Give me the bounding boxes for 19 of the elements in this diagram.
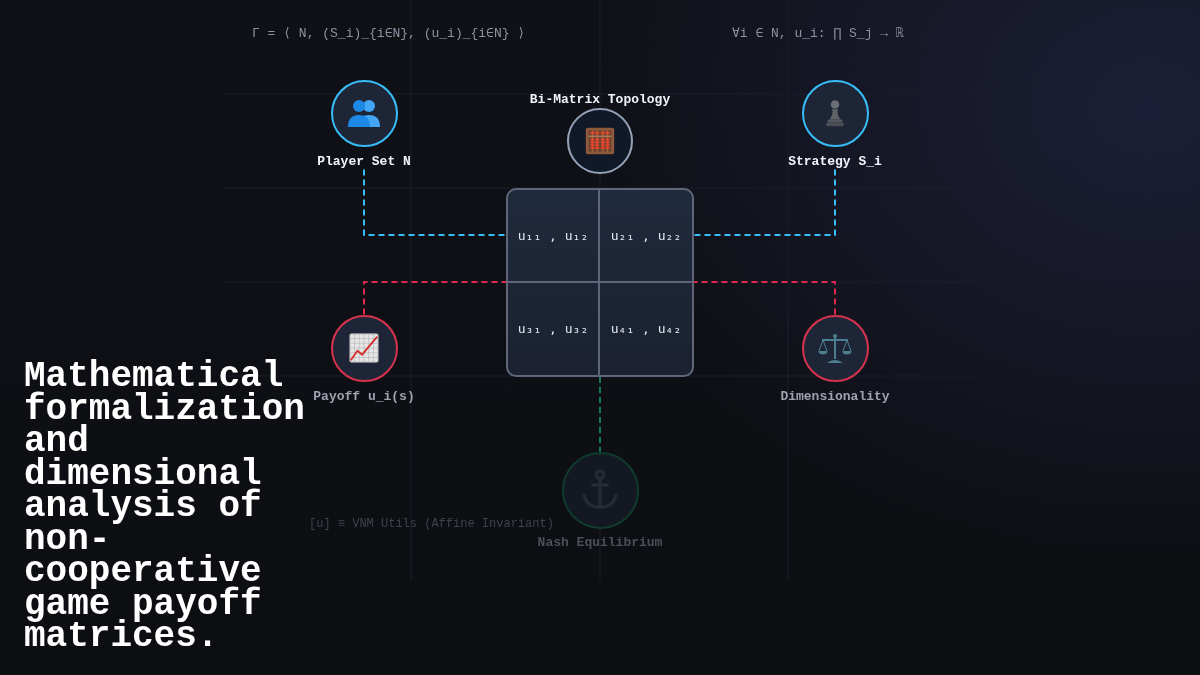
diagram-title: Mathematical formalization and dimensional analysis of non-cooperative game payoff matrices. <box>24 361 306 654</box>
matrix-cell: u₃₁ , u₃₂ <box>508 282 600 375</box>
node-label: Strategy S_i <box>788 153 882 170</box>
matrix-cell: u₂₁ , u₂₂ <box>600 190 692 283</box>
node-label: Nash Equilibrium <box>537 534 663 551</box>
node-label: Dimensionality <box>780 388 890 405</box>
connector-line <box>693 281 836 316</box>
node-label: Player Set N <box>317 153 411 170</box>
formula-text: Γ = ⟨ N, (S_i)_{i∈N}, (u_i)_{i∈N} ⟩ <box>252 26 526 42</box>
matrix-cell: u₄₁ , u₄₂ <box>600 282 692 375</box>
connector-line <box>363 168 507 236</box>
matrix-cell: u₁₁ , u₁₂ <box>508 190 600 283</box>
connector-line <box>693 168 836 236</box>
connector-line <box>363 281 507 316</box>
connector-line <box>599 376 601 453</box>
node-label: Payoff u_i(s) <box>313 388 415 405</box>
payoff-matrix <box>506 188 694 377</box>
formula-text: ∀i ∈ N, u_i: ∏ S_j → ℝ <box>732 26 904 42</box>
node-label: Bi-Matrix Topology <box>529 92 671 108</box>
